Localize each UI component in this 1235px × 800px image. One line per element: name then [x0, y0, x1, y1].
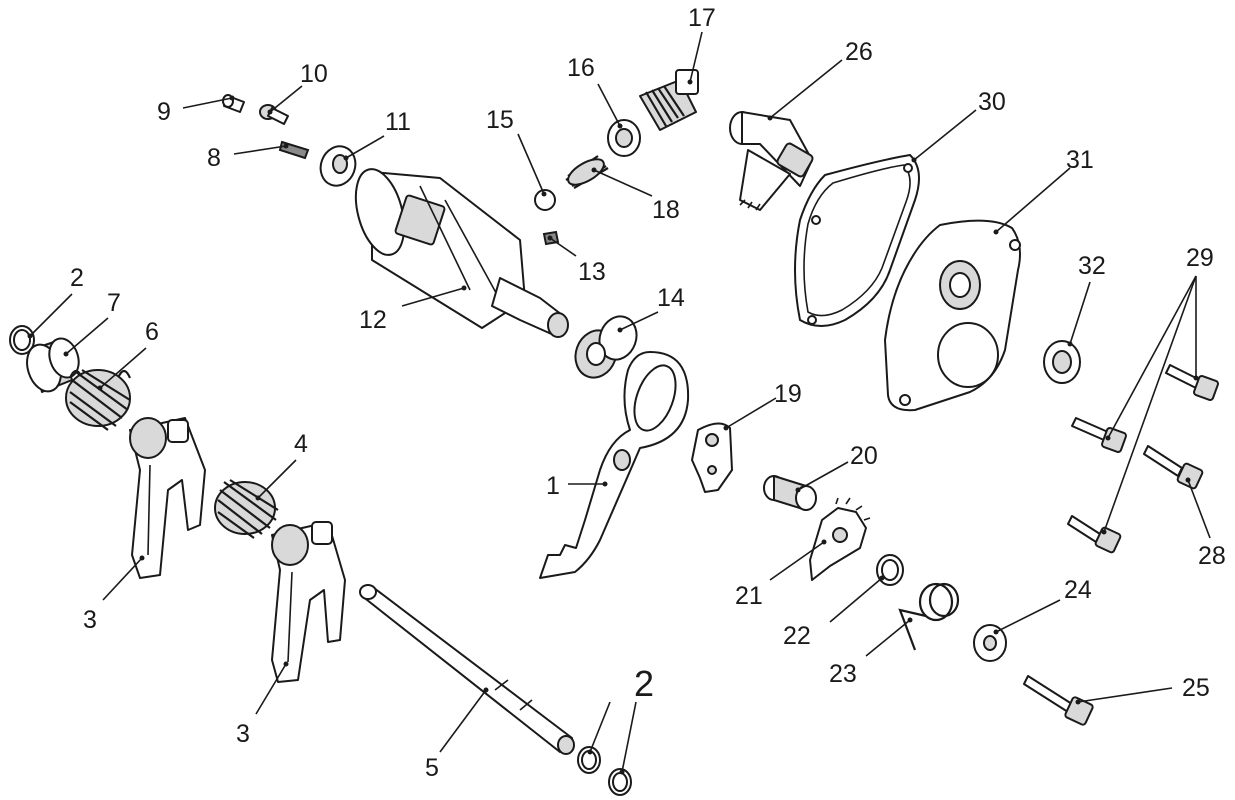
label-2-bottom: 2 [634, 663, 654, 704]
part-1-shift-arm [539, 351, 690, 579]
part-11-stopper-plate [319, 145, 357, 187]
label-16: 16 [567, 54, 595, 82]
label-2-left: 2 [70, 264, 84, 292]
label-14: 14 [657, 284, 685, 312]
part-16-washer [607, 119, 641, 157]
label-5: 5 [425, 754, 439, 782]
part-24-washer [973, 624, 1007, 662]
label-26: 26 [845, 38, 873, 66]
label-11: 11 [385, 108, 411, 136]
label-9: 9 [157, 98, 171, 126]
label-4: 4 [294, 430, 308, 458]
callout-labels: 1 2 2 3 3 4 5 6 7 8 9 10 11 12 13 14 15 … [70, 4, 1226, 782]
part-6-spring-left [65, 369, 132, 431]
label-20: 20 [850, 442, 878, 470]
label-3-upper: 3 [83, 606, 97, 634]
part-21-gear-sector [809, 497, 871, 581]
label-8: 8 [207, 144, 221, 172]
label-21: 21 [735, 582, 763, 610]
part-20-bushing [763, 475, 817, 511]
part-9-pin [222, 94, 245, 113]
part-31-cover [884, 219, 1021, 412]
label-1: 1 [546, 472, 560, 500]
part-32-oil-seal [1043, 340, 1081, 384]
leader-lines [27, 31, 1211, 775]
label-28: 28 [1198, 542, 1226, 570]
part-4-spring-center [214, 479, 279, 539]
label-13: 13 [578, 258, 606, 286]
part-29-bolt-2 [1071, 417, 1127, 453]
label-7: 7 [107, 289, 121, 317]
label-23: 23 [829, 660, 857, 688]
part-2-circlips-bottom [577, 746, 632, 796]
part-3-shift-fork-lower [271, 521, 346, 683]
part-3-shift-fork-upper [129, 417, 206, 579]
part-5-shift-shaft [359, 584, 575, 755]
part-19-stopper-lever [691, 422, 733, 493]
label-25: 25 [1182, 674, 1210, 702]
part-2-circlip-left [9, 325, 35, 355]
label-22: 22 [783, 622, 811, 650]
label-32: 32 [1078, 252, 1106, 280]
label-29: 29 [1186, 244, 1214, 272]
part-22-circlip [876, 554, 904, 586]
label-15: 15 [486, 106, 514, 134]
label-19: 19 [774, 380, 802, 408]
label-18: 18 [652, 196, 680, 224]
label-31: 31 [1066, 146, 1094, 174]
label-6: 6 [145, 318, 159, 346]
label-10: 10 [300, 60, 328, 88]
part-30-gasket [794, 154, 920, 327]
label-17: 17 [688, 4, 716, 32]
part-15-steel-ball [534, 189, 556, 211]
part-12-shift-drum [354, 168, 569, 338]
part-28-bolt [1143, 445, 1204, 490]
part-29-bolt-1 [1165, 364, 1219, 401]
label-12: 12 [359, 306, 387, 334]
part-29-bolt-3 [1067, 515, 1122, 554]
part-17-threaded-plug [639, 69, 699, 131]
part-26-shaft-arm [729, 111, 814, 211]
label-30: 30 [978, 88, 1006, 116]
label-3-lower: 3 [236, 720, 250, 748]
part-7-collar [26, 337, 80, 393]
label-24: 24 [1064, 576, 1092, 604]
part-23-torsion-spring [898, 582, 960, 651]
part-18-spring [565, 155, 609, 189]
